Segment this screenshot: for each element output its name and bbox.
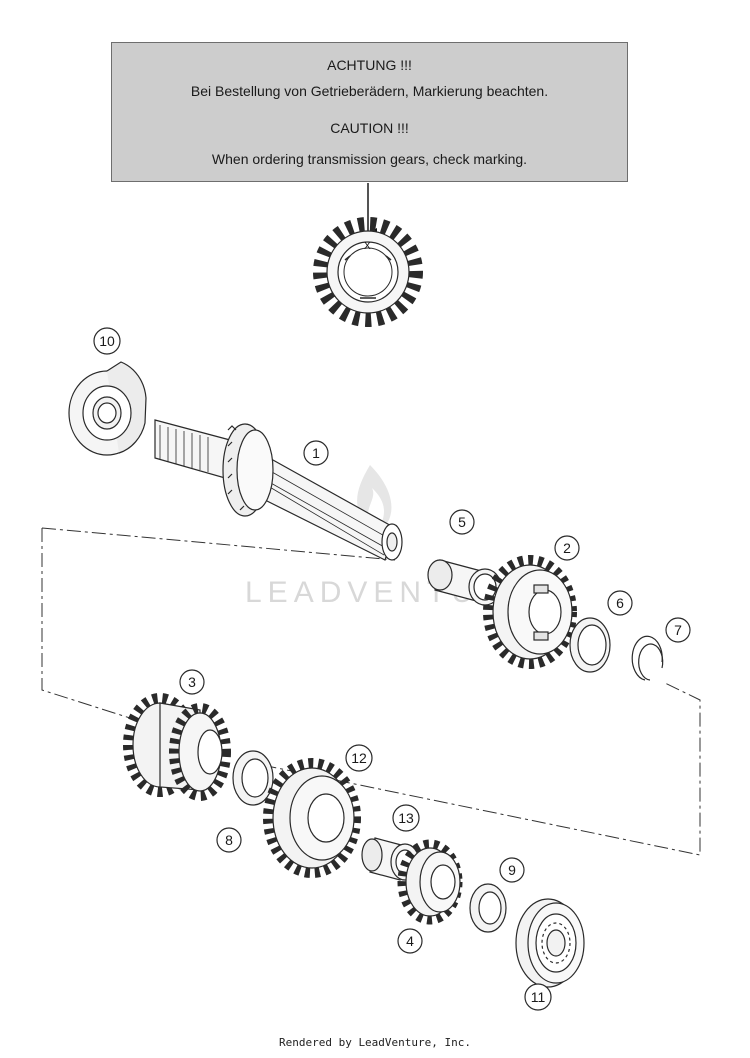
callout-9: 9 (499, 857, 525, 883)
part-12-gear (263, 758, 361, 878)
caution-notice-box: ACHTUNG !!! Bei Bestellung von Getrieber… (111, 42, 628, 182)
callout-number: 7 (674, 622, 682, 638)
callout-circle (499, 857, 525, 883)
callout-10: 10 (93, 327, 121, 355)
callout-number: 8 (225, 832, 233, 848)
callout-1: 1 (303, 440, 329, 466)
callout-number: 1 (312, 445, 320, 461)
assembly-dashed-outline (41, 527, 701, 856)
callout-number: 2 (563, 540, 571, 556)
callout-number: 9 (508, 862, 516, 878)
part-7-circlip (631, 635, 664, 681)
callout-number: 11 (531, 989, 546, 1005)
callout-6: 6 (607, 590, 633, 616)
callout-circle (93, 327, 121, 355)
callout-circle (607, 590, 633, 616)
callout-number: 3 (188, 674, 196, 690)
reference-gear-marking: X (313, 217, 423, 327)
callout-circle (449, 509, 475, 535)
callout-circle (524, 983, 552, 1011)
part-1-main-shaft (154, 419, 403, 561)
callout-number: 13 (398, 810, 414, 826)
notice-title-en: CAUTION !!! (330, 120, 409, 136)
part-3-double-gear (123, 693, 231, 801)
footer-credit: Rendered by LeadVenture, Inc. (278, 1036, 472, 1049)
callout-12: 12 (345, 744, 373, 772)
callout-number: 4 (406, 933, 414, 949)
callout-11: 11 (524, 983, 552, 1011)
part-4-gear (397, 839, 463, 925)
part-8-washer (232, 750, 274, 806)
callout-circle (345, 744, 373, 772)
callout-8: 8 (216, 827, 242, 853)
callout-number: 5 (458, 514, 466, 530)
callout-2: 2 (554, 535, 580, 561)
callout-circle (665, 617, 691, 643)
part-10-bearing (68, 361, 147, 456)
callout-circle (216, 827, 242, 853)
notice-text-en: When ordering transmission gears, check … (211, 151, 528, 167)
callout-5: 5 (449, 509, 475, 535)
callout-circle (179, 669, 205, 695)
callout-3: 3 (179, 669, 205, 695)
callout-circle (554, 535, 580, 561)
callout-number: 10 (99, 333, 115, 349)
callout-number: 12 (351, 750, 367, 766)
callout-circle (397, 928, 423, 954)
callout-4: 4 (397, 928, 423, 954)
callout-number: 6 (616, 595, 624, 611)
part-9-washer (469, 883, 507, 933)
marking-x-label: X (364, 241, 371, 252)
callout-circle (303, 440, 329, 466)
callout-7: 7 (665, 617, 691, 643)
notice-text-de: Bei Bestellung von Getrieberädern, Marki… (190, 83, 549, 99)
part-2-gear (483, 555, 577, 669)
part-11-bearing (515, 898, 585, 988)
callout-13: 13 (392, 804, 420, 832)
callout-circle (392, 804, 420, 832)
part-6-washer (569, 617, 611, 673)
notice-title-de: ACHTUNG !!! (327, 57, 412, 73)
